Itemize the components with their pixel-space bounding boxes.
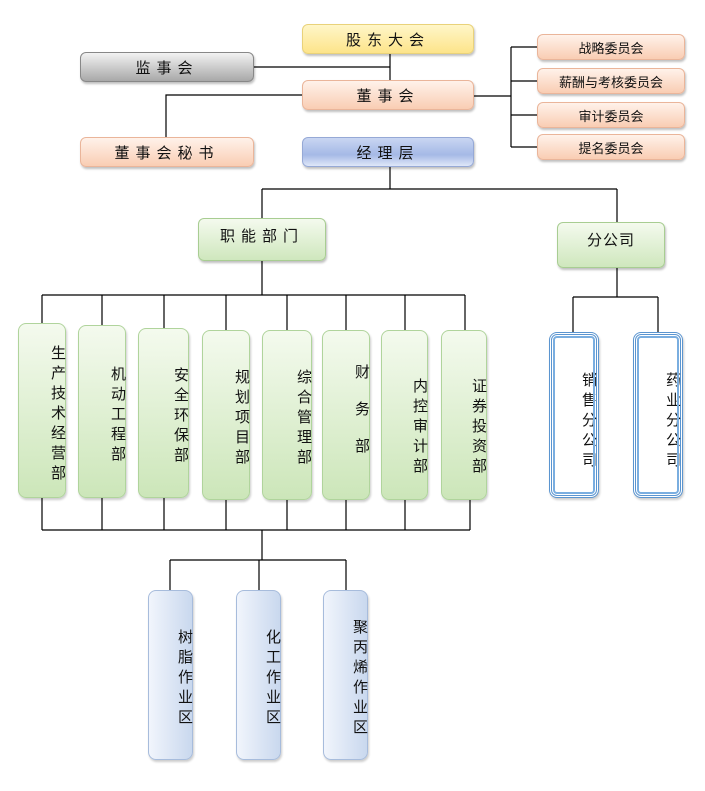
- department-box: 机动工程部: [78, 325, 127, 498]
- committee-box: 薪酬与考核委员会: [537, 68, 685, 94]
- functional-departments-box: 职能部门: [198, 218, 326, 261]
- management-box: 经理层: [302, 137, 474, 167]
- department-box: 综合管理部: [262, 330, 313, 500]
- work-zone-box: 化工作业区: [236, 590, 282, 760]
- supervisory-board-box: 监事会: [80, 52, 254, 82]
- shareholders-meeting-box: 股东大会: [302, 24, 474, 54]
- committee-box: 提名委员会: [537, 134, 685, 160]
- department-box: 证券投资部: [441, 330, 488, 500]
- work-zone-box: 聚丙烯作业区: [323, 590, 369, 760]
- department-box: 生产技术经营部: [18, 323, 67, 498]
- department-box: 安全环保部: [138, 328, 190, 498]
- subsidiary-box: 分公司: [557, 222, 665, 268]
- department-box: 财务部: [322, 330, 371, 500]
- department-box: 规划项目部: [202, 330, 251, 500]
- committee-box: 战略委员会: [537, 34, 685, 60]
- board-secretary-box: 董事会秘书: [80, 137, 254, 167]
- department-box: 内控审计部: [381, 330, 429, 500]
- subsidiary-company-box: 销售分公司: [549, 332, 599, 498]
- committee-box: 审计委员会: [537, 102, 685, 128]
- work-zone-box: 树脂作业区: [148, 590, 194, 760]
- board-box: 董事会: [302, 80, 474, 110]
- subsidiary-company-box: 药业分公司: [633, 332, 683, 498]
